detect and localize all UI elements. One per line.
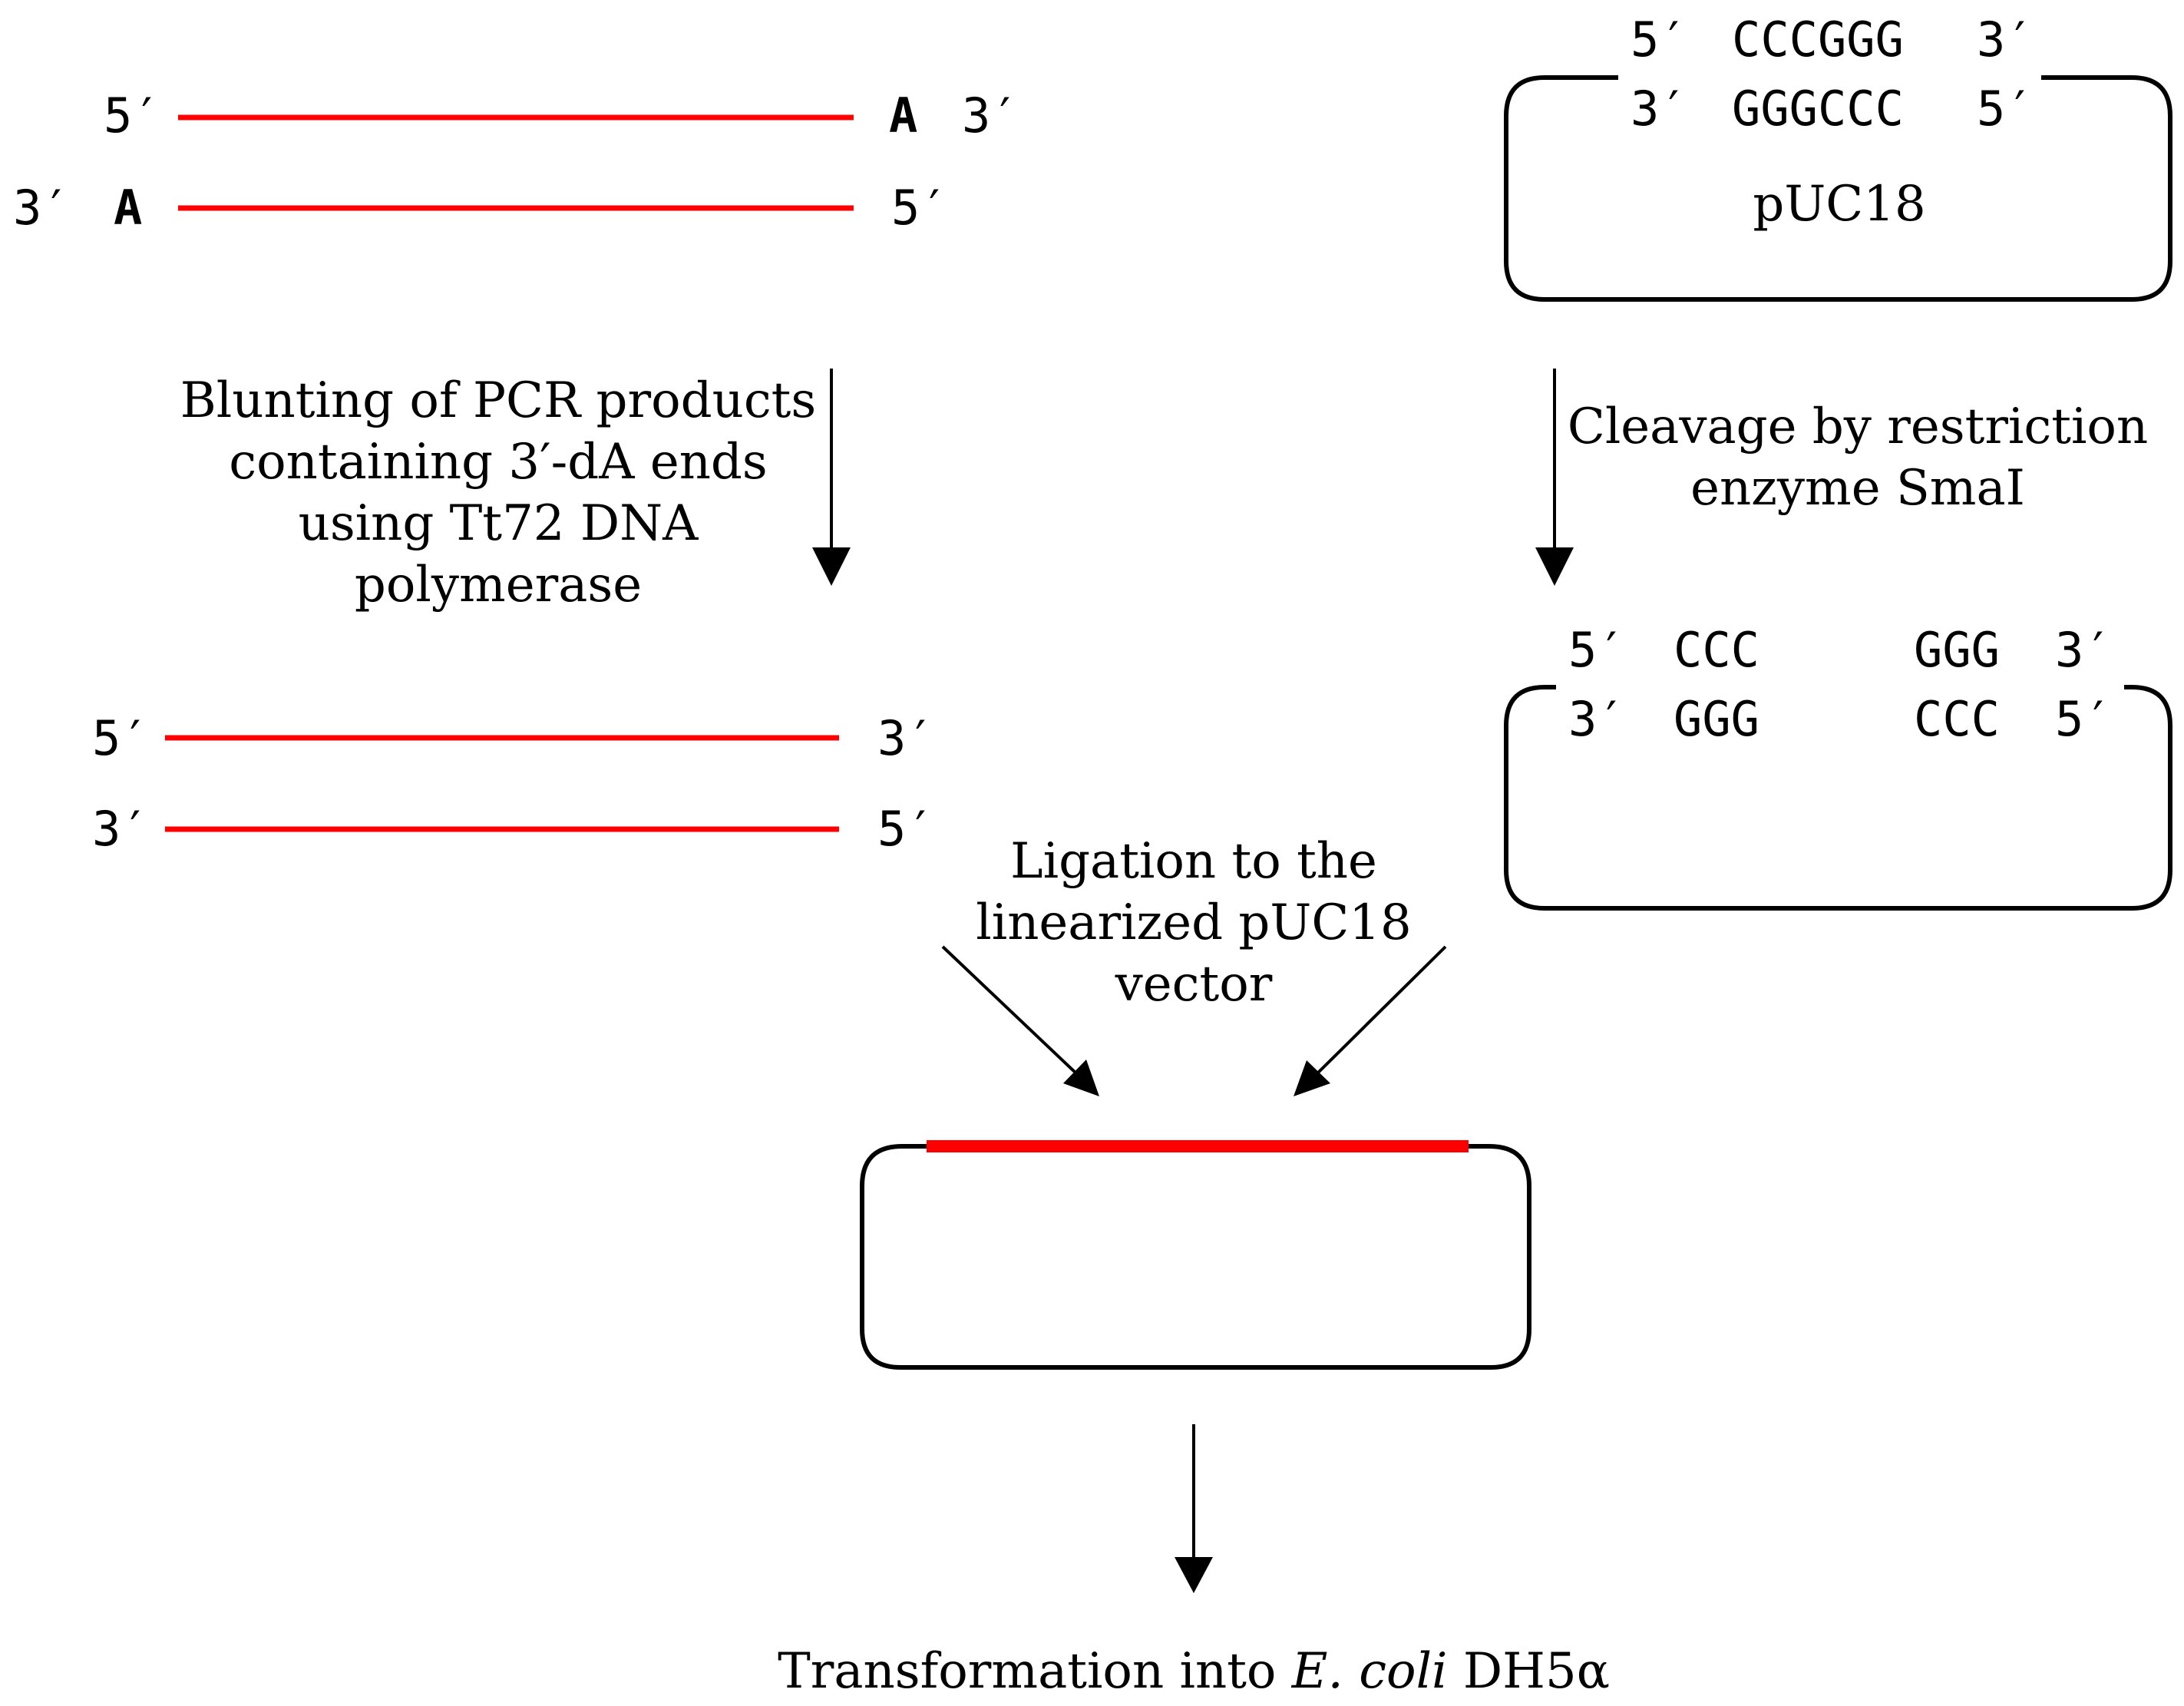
vector-bottom-5-label: 5′ (1977, 81, 2034, 137)
strain-name: DH5α (1448, 1643, 1610, 1700)
vector-bottom-sequence: GGGCCC (1732, 81, 1904, 137)
pcr-bottom-5-label: 5′ (891, 180, 949, 236)
pcr-bottom-a-overhang: A (114, 180, 142, 236)
blunt-pcr-product: 5′ 3′ 3′ 5′ (92, 710, 935, 857)
vector-top-5-label: 5′ (1631, 12, 1688, 68)
linearized-plasmid-outline (1504, 685, 2172, 911)
cut-top-5-label: 5′ (1568, 622, 1626, 678)
cut-bottom-3-label: 3′ (1568, 691, 1626, 747)
vector-top-sequence: CCCGGG (1732, 12, 1904, 68)
cleavage-label-line-1: Cleavage by restriction (1568, 398, 2148, 455)
recombinant-plasmid (860, 1140, 1531, 1370)
vector-top-3-label: 3′ (1977, 12, 2034, 68)
blunting-label-line-1: Blunting of PCR products (180, 372, 816, 429)
pcr-top-3-label: 3′ (962, 88, 1019, 144)
cut-top-3-label: 3′ (2055, 622, 2113, 678)
blunting-label-line-2: containing 3′-dA ends (229, 434, 767, 491)
blunt-bottom-5-label: 5′ (877, 801, 935, 857)
ligation-left-arrow-head (1063, 1060, 1099, 1096)
blunt-bottom-3-label: 3′ (92, 801, 150, 857)
cut-top-right-sequence: GGG (1914, 622, 2000, 678)
ligation-right-arrow-shaft (1316, 945, 1447, 1075)
pcr-product-with-a-overhangs: 5′ A 3′ 3′ A 5′ (13, 88, 1019, 236)
pcr-top-5-label: 5′ (104, 88, 161, 144)
blunt-top-3-label: 3′ (877, 710, 935, 766)
blunting-step-label: Blunting of PCR products containing 3′-d… (180, 372, 816, 613)
recombinant-plasmid-outline (860, 1144, 1531, 1370)
vector-name: pUC18 (1753, 176, 1925, 233)
blunting-label-line-4: polymerase (355, 557, 642, 613)
cleavage-label-line-2: enzyme SmaI (1690, 460, 2025, 517)
ligation-right-arrow (1294, 945, 1447, 1096)
ligation-left-arrow (941, 945, 1099, 1096)
cleavage-arrow (1535, 369, 1574, 586)
pcr-top-a-overhang: A (889, 88, 917, 144)
ligation-left-arrow-shaft (941, 945, 1078, 1075)
blunting-arrow-head (812, 547, 851, 586)
transformation-prefix: Transformation into (778, 1643, 1292, 1700)
puc18-plasmid-outline (1504, 75, 2172, 302)
cut-bottom-right-sequence: CCC (1914, 691, 2000, 747)
linearized-vector: 5′ CCC GGG 3′ 3′ GGG CCC 5′ (1504, 622, 2172, 911)
cut-bottom-5-label: 5′ (2055, 691, 2113, 747)
ligation-label-line-2: linearized pUC18 (976, 894, 1411, 951)
puc18-vector: 5′ CCCGGG 3′ 3′ GGGCCC 5′ pUC18 (1504, 12, 2172, 302)
vector-bottom-3-label: 3′ (1631, 81, 1688, 137)
cleavage-arrow-head (1535, 547, 1574, 586)
transformation-arrow (1175, 1424, 1213, 1593)
ligation-label-line-3: vector (1115, 956, 1273, 1013)
blunting-arrow (812, 369, 851, 586)
blunting-label-line-3: using Tt72 DNA (299, 495, 699, 552)
organism-name: E. coli (1291, 1643, 1448, 1700)
ligation-right-arrow-head (1294, 1060, 1330, 1096)
cleavage-step-label: Cleavage by restriction enzyme SmaI (1568, 398, 2148, 517)
cut-top-left-sequence: CCC (1674, 622, 1759, 678)
cut-bottom-left-sequence: GGG (1674, 691, 1759, 747)
transformation-arrow-head (1175, 1557, 1213, 1593)
blunt-top-5-label: 5′ (92, 710, 150, 766)
ligation-step-label: Ligation to the linearized pUC18 vector (976, 833, 1411, 1013)
transformation-label: Transformation into E. coli DH5α (778, 1643, 1610, 1700)
pcr-bottom-3-label: 3′ (13, 180, 71, 236)
ligation-label-line-1: Ligation to the (1010, 833, 1377, 890)
